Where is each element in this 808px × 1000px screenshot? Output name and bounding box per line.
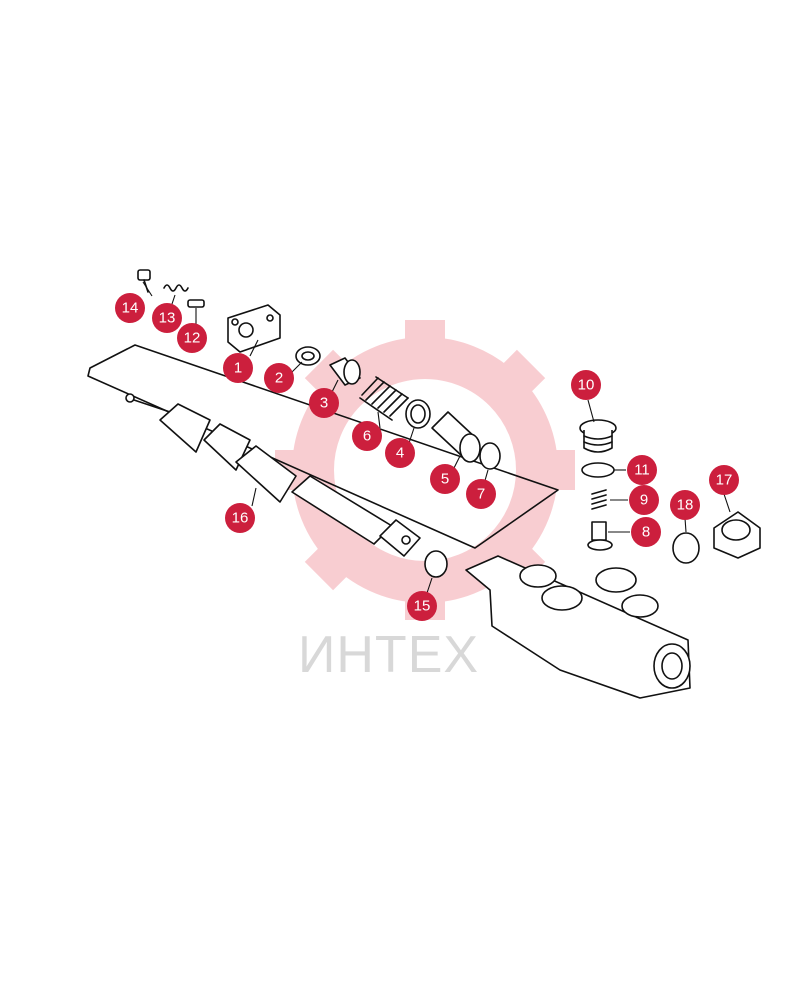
o-ring-part xyxy=(479,442,501,470)
svg-text:1: 1 xyxy=(234,360,242,377)
callout-14: 14 xyxy=(115,293,145,323)
washer-part xyxy=(295,346,321,366)
bushing-part xyxy=(329,357,361,386)
svg-text:6: 6 xyxy=(363,428,371,445)
check-valve-spring-part xyxy=(591,489,607,510)
svg-text:4: 4 xyxy=(396,445,404,462)
svg-text:7: 7 xyxy=(477,486,485,503)
callout-18: 18 xyxy=(670,490,700,520)
svg-text:12: 12 xyxy=(184,330,201,347)
svg-text:3: 3 xyxy=(320,395,328,412)
spool-part xyxy=(125,393,421,557)
callout-9: 9 xyxy=(629,485,659,515)
watermark-text: ИНТЕХ xyxy=(298,626,479,684)
cap-part xyxy=(431,411,481,463)
check-valve-plug-part xyxy=(579,419,617,453)
callout-16: 16 xyxy=(225,503,255,533)
callout-13: 13 xyxy=(152,303,182,333)
svg-text:17: 17 xyxy=(716,472,733,489)
callout-2: 2 xyxy=(264,363,294,393)
callout-5: 5 xyxy=(430,464,460,494)
detent-spring-part xyxy=(163,284,189,292)
callout-10: 10 xyxy=(571,370,601,400)
check-valve-poppet-part xyxy=(587,521,613,551)
svg-text:14: 14 xyxy=(122,300,139,317)
svg-text:5: 5 xyxy=(441,471,449,488)
callouts: 1 2 3 4 5 6 7 8 9 10 11 12 13 14 15 16 1… xyxy=(115,293,739,621)
detent-screw-part xyxy=(137,269,151,293)
svg-text:10: 10 xyxy=(578,377,595,394)
port-plug-part xyxy=(713,511,761,559)
svg-text:18: 18 xyxy=(677,497,694,514)
callout-15: 15 xyxy=(407,591,437,621)
callout-3: 3 xyxy=(309,388,339,418)
callout-7: 7 xyxy=(466,479,496,509)
callout-12: 12 xyxy=(177,323,207,353)
svg-text:16: 16 xyxy=(232,510,249,527)
spool-o-ring-part xyxy=(424,550,448,578)
callout-11: 11 xyxy=(627,455,657,485)
check-valve-o-ring-part xyxy=(581,462,615,478)
callout-1: 1 xyxy=(223,353,253,383)
callout-4: 4 xyxy=(385,438,415,468)
svg-text:2: 2 xyxy=(275,370,283,387)
port-plug-o-ring-part xyxy=(672,532,700,564)
callout-17: 17 xyxy=(709,465,739,495)
callout-8: 8 xyxy=(631,517,661,547)
svg-text:9: 9 xyxy=(640,492,648,509)
callout-6: 6 xyxy=(352,421,382,451)
ring-part xyxy=(405,399,431,429)
spring-part xyxy=(359,376,409,421)
svg-text:11: 11 xyxy=(634,462,650,479)
svg-text:13: 13 xyxy=(159,310,176,327)
detent-pin-part xyxy=(187,299,205,308)
valve-body xyxy=(465,555,691,699)
assembly-outline xyxy=(87,344,559,549)
plate-part xyxy=(227,304,281,353)
svg-text:8: 8 xyxy=(642,524,650,541)
svg-text:15: 15 xyxy=(414,598,431,615)
